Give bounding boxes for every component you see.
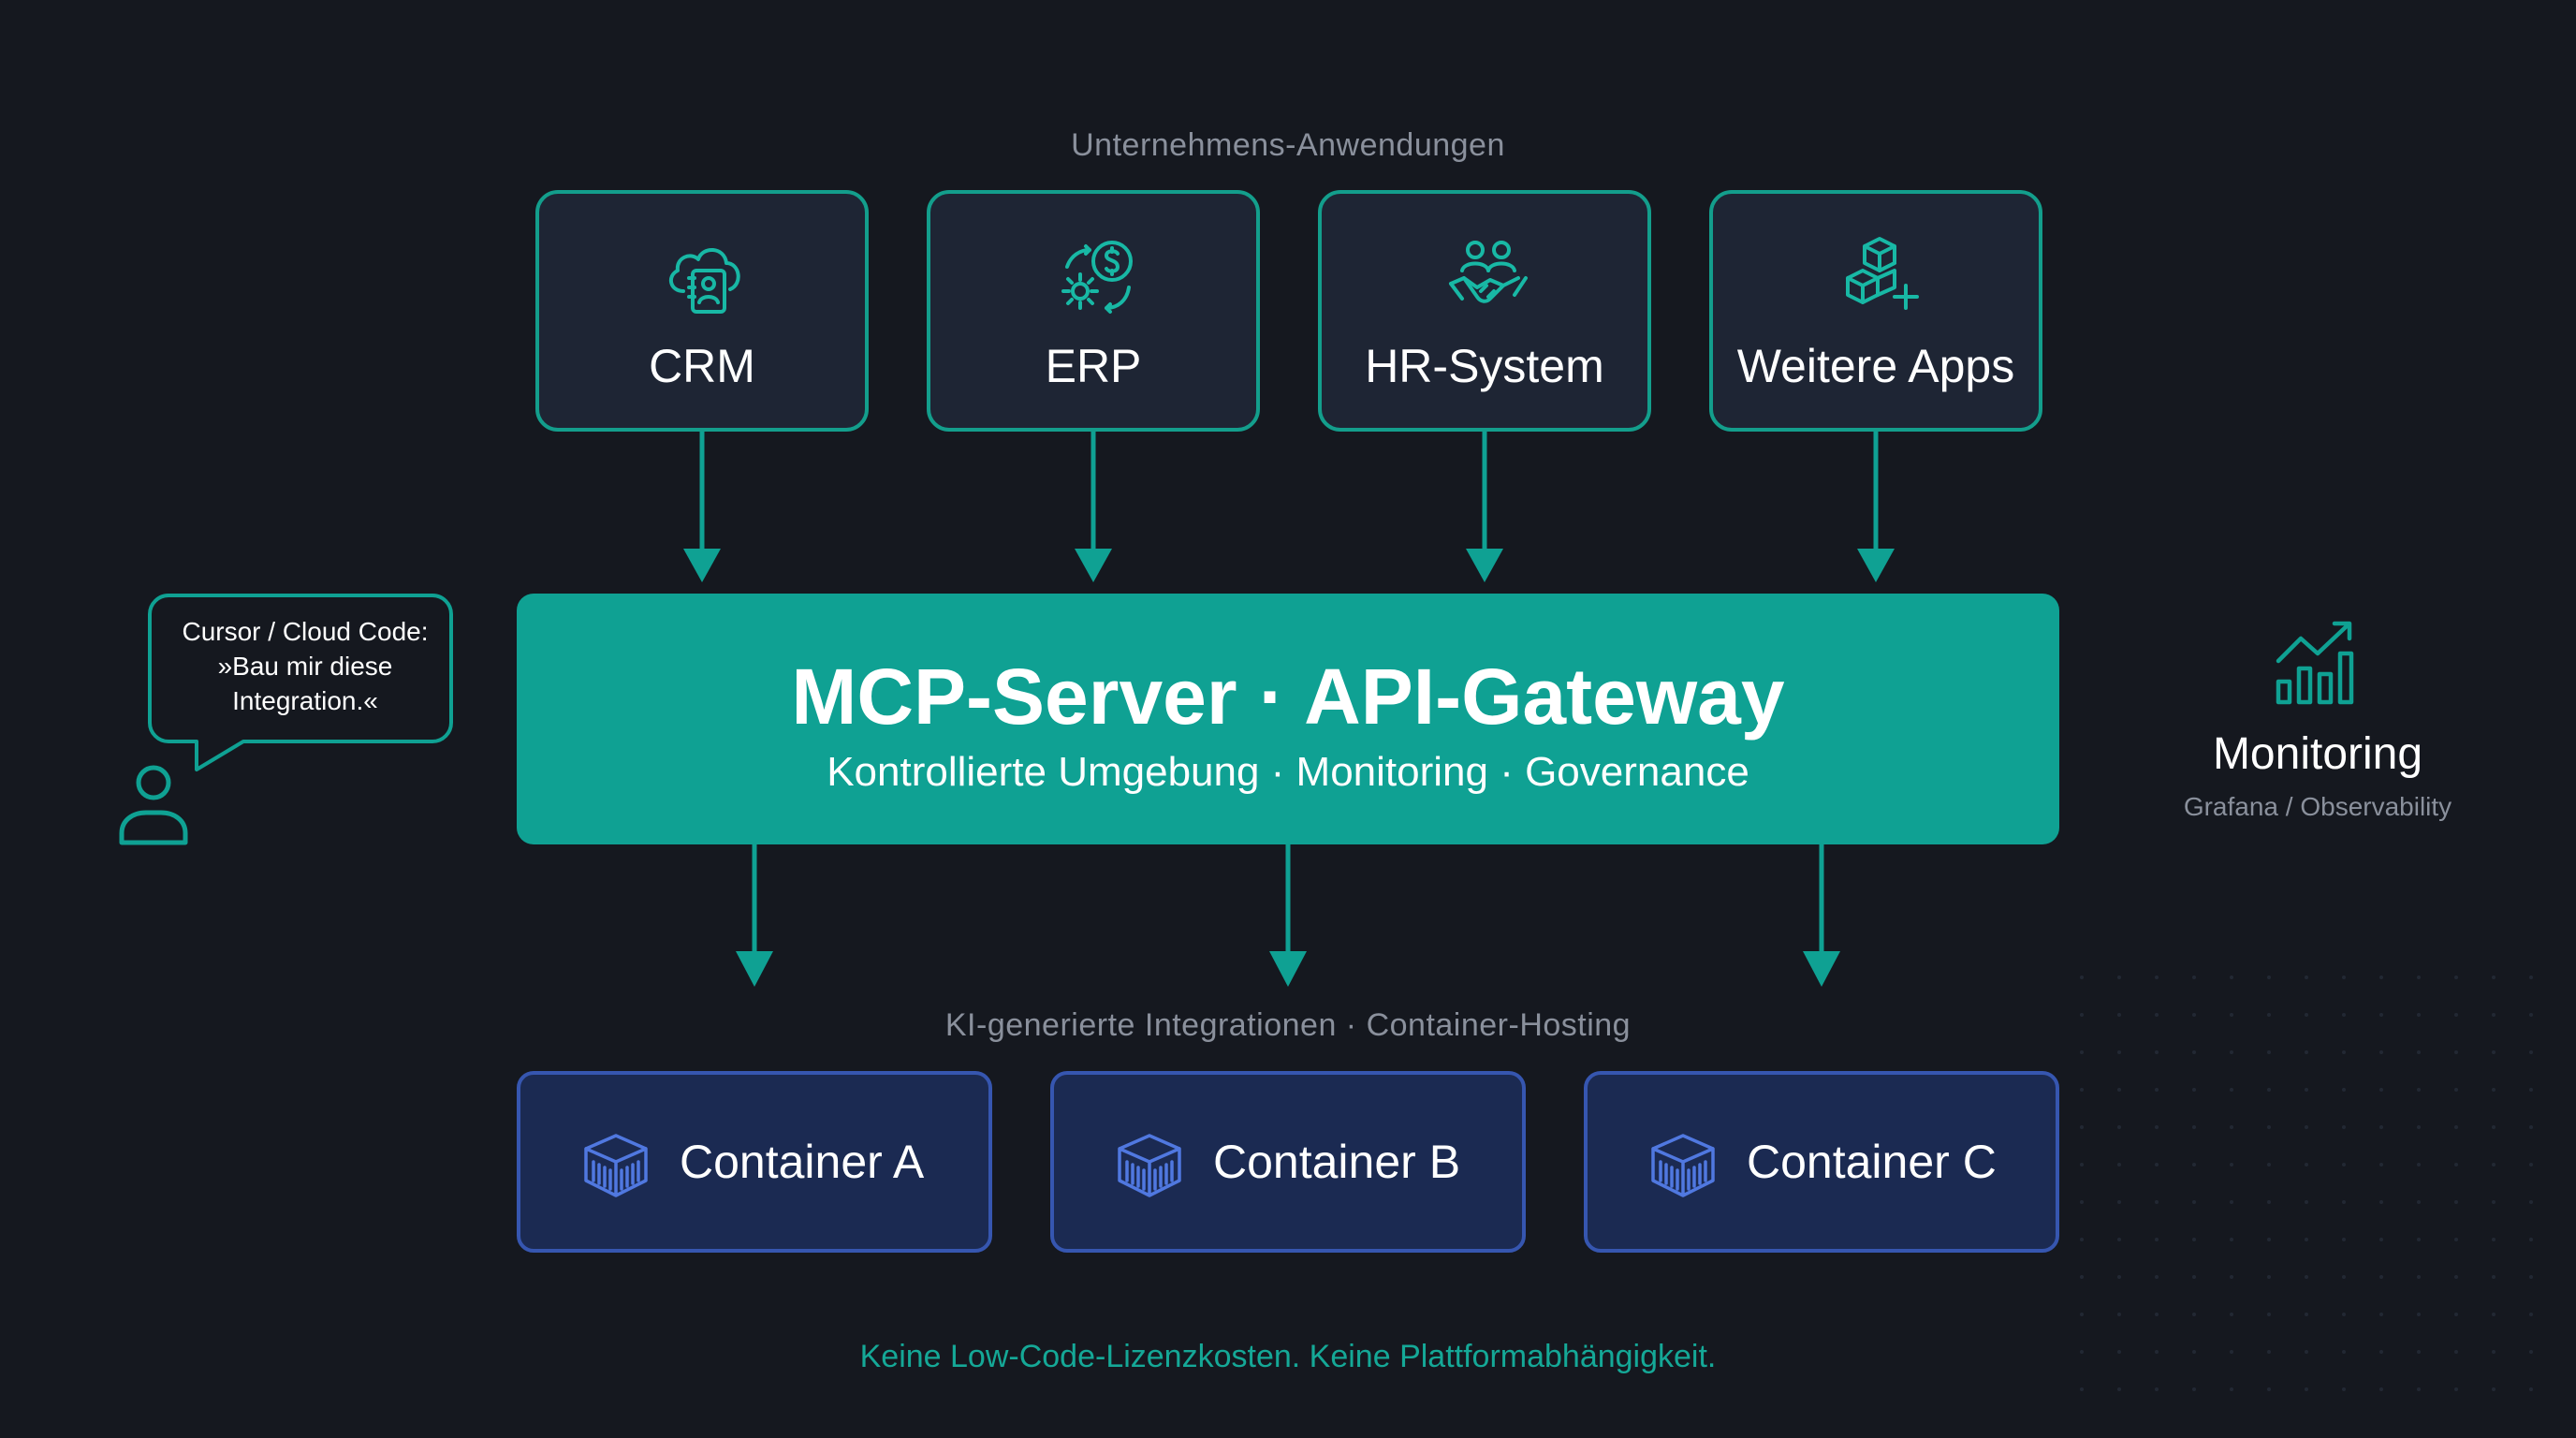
gateway-title: MCP-Server · API-Gateway [791,653,1785,741]
app-label-weitere-apps: Weitere Apps [1736,340,2015,392]
bubble-line-2: »Bau mir diese [217,652,393,681]
monitoring-title: Monitoring [2212,729,2423,779]
arrowhead-apps-gateway [1857,549,1895,582]
app-label-hr-system: HR-System [1365,340,1604,392]
mcp-gateway-box: MCP-Server · API-Gateway Kontrollierte U… [517,594,2059,844]
gateway-subtitle: Kontrollierte Umgebung · Monitoring · Go… [827,749,1749,795]
app-box-hr-system: HR-System [1318,190,1651,432]
people-handshake-icon [1449,241,1528,303]
top-section-label: Unternehmens-Anwendungen [1071,127,1505,163]
arrowhead-hr-gateway [1466,549,1503,582]
container-icon [1651,1134,1715,1197]
container-box-a: Container A [517,1071,992,1253]
app-box-weitere-apps: Weitere Apps [1709,190,2042,432]
tagline: Keine Low-Code-Lizenzkosten. Keine Platt… [859,1339,1717,1374]
container-box-b: Container B [1050,1071,1526,1253]
app-box-crm: CRM [535,190,869,432]
container-label-c: Container C [1747,1136,1997,1188]
arrowhead-erp-gateway [1075,549,1112,582]
bubble-line-3: Integration.« [232,686,378,715]
arrowhead-gateway-container-c [1803,951,1840,987]
dot-grid-decoration [2078,974,2565,1423]
container-label-b: Container B [1213,1136,1461,1188]
arrowhead-gateway-container-b [1269,951,1307,987]
container-icon [1118,1134,1181,1197]
app-label-crm: CRM [649,340,755,392]
arrowhead-gateway-container-a [736,951,773,987]
arrowhead-crm-gateway [683,549,721,582]
chart-trend-icon [2276,621,2354,705]
user-icon [119,765,188,845]
container-label-a: Container A [680,1136,925,1188]
gear-dollar-icon [1061,241,1133,314]
cloud-contact-icon [668,248,740,314]
bubble-line-1: Cursor / Cloud Code: [182,617,429,646]
cubes-plus-icon [1846,237,1919,310]
speech-bubble [148,594,453,771]
container-icon [584,1134,648,1197]
container-box-c: Container C [1584,1071,2059,1253]
app-label-erp: ERP [1045,340,1142,392]
monitoring-subtitle: Grafana / Observability [2183,792,2452,821]
bottom-section-label: KI-generierte Integrationen · Container-… [944,1007,1632,1043]
app-box-erp: ERP [927,190,1260,432]
speech-bubble-text: Cursor / Cloud Code: »Bau mir diese Inte… [157,614,453,718]
